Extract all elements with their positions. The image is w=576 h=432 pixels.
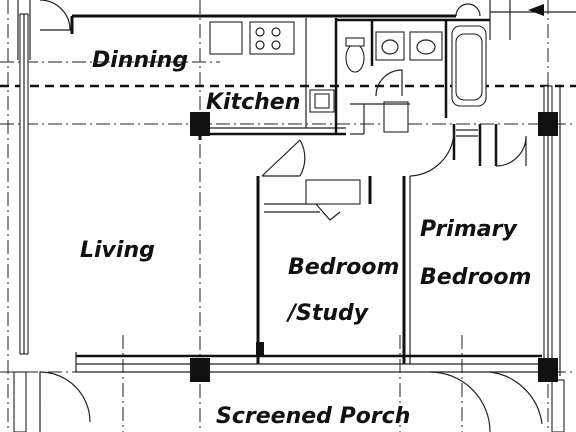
- kitchen-walls: [70, 14, 456, 140]
- entry-door-swings: [39, 0, 91, 432]
- bath-sink-2: [409, 31, 443, 61]
- toilet: [345, 43, 365, 73]
- label-bedroom-line2: /Study: [285, 301, 370, 326]
- label-kitchen: Kitchen: [206, 90, 300, 115]
- label-bedroom-line1: Bedroom: [288, 255, 399, 280]
- north-marker: [455, 0, 576, 40]
- right-wall: [543, 85, 565, 432]
- bath-sink-1: [375, 31, 405, 61]
- stove: [249, 21, 295, 55]
- left-wall: [13, 0, 31, 432]
- label-living: Living: [80, 238, 155, 263]
- label-porch: Screened Porch: [216, 404, 410, 429]
- bedroom-walls: [256, 139, 411, 364]
- structural-columns: [190, 112, 558, 382]
- porch-rail: [75, 352, 543, 432]
- refrigerator: [209, 21, 243, 55]
- label-dining: Dinning: [92, 48, 188, 73]
- closet-shelf: [305, 179, 361, 205]
- label-primary-line1: Primary: [420, 217, 518, 242]
- primary-closet-walls: [409, 124, 527, 177]
- bathrooms: [336, 18, 490, 135]
- label-primary-line2: Bedroom: [420, 265, 531, 290]
